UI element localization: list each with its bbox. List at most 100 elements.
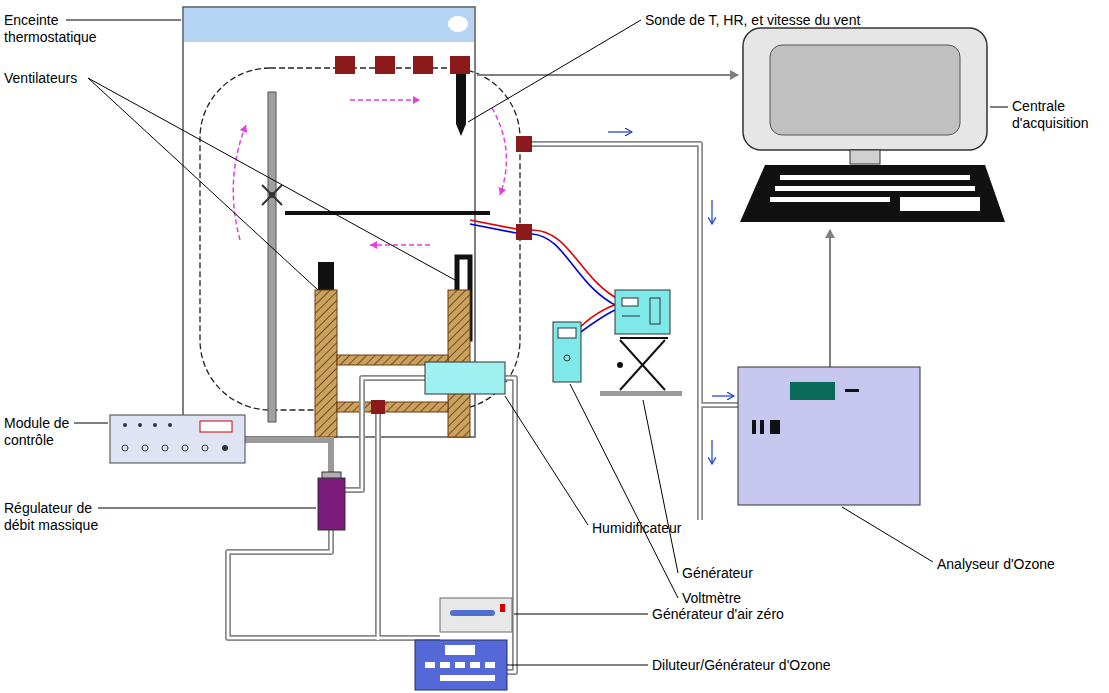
leader-lines-part bbox=[88, 78, 455, 280]
ozone-analyser-part bbox=[790, 382, 835, 400]
humidifier bbox=[425, 362, 505, 394]
test-chamber-part bbox=[285, 211, 490, 215]
control-module-part bbox=[245, 440, 331, 478]
airflow-arrows-part bbox=[370, 244, 430, 246]
data-links-part bbox=[829, 230, 831, 367]
mass-flow-regulator bbox=[318, 472, 345, 530]
signal-generator-part bbox=[620, 340, 665, 390]
airflow-arrows-part bbox=[350, 99, 420, 101]
gas-tubes-inner-part bbox=[532, 144, 700, 520]
signal-generator-part bbox=[620, 337, 668, 339]
gas-tubes-outer-part bbox=[375, 414, 381, 640]
ozone-diluter-part bbox=[440, 662, 450, 668]
part-label: Module de contrôle bbox=[4, 415, 84, 449]
gas-tubes-inner bbox=[228, 144, 738, 672]
gas-tubes-inner-part bbox=[345, 378, 425, 490]
zero-air-generator-part bbox=[500, 604, 505, 612]
leader-lines-part bbox=[505, 396, 588, 525]
signal-generator-part bbox=[650, 298, 660, 324]
acquisition-computer bbox=[740, 28, 1005, 222]
leader-lines-part bbox=[990, 107, 1008, 108]
ports-part bbox=[335, 56, 355, 74]
control-module-part bbox=[142, 445, 148, 451]
leader-lines bbox=[66, 20, 1008, 665]
stand-part bbox=[337, 402, 448, 412]
humidifier-part bbox=[425, 362, 505, 394]
zero-air-generator-part bbox=[450, 610, 495, 616]
control-module bbox=[110, 415, 331, 478]
ozone-diluter-part bbox=[485, 662, 495, 668]
signal-generator-part bbox=[620, 340, 665, 390]
ports-part bbox=[516, 224, 532, 240]
acquisition-computer-part bbox=[770, 45, 960, 135]
flow-arrows-part bbox=[712, 395, 734, 396]
flow-arrows bbox=[608, 132, 734, 464]
acquisition-computer-part bbox=[743, 28, 987, 150]
test-chamber-part bbox=[269, 192, 275, 198]
thermostatic-enclosure-part bbox=[184, 8, 474, 42]
electric-wires-part bbox=[532, 230, 620, 300]
control-module-part bbox=[168, 423, 172, 427]
ozone-analyser-part bbox=[752, 420, 756, 434]
ozone-diluter-part bbox=[445, 645, 475, 655]
part-label: Sonde de T, HR, et vitesse du vent bbox=[645, 12, 860, 29]
data-links-part bbox=[477, 74, 738, 76]
acquisition-computer-part bbox=[775, 186, 975, 191]
airflow-arrows-part bbox=[492, 108, 506, 195]
gas-tubes-inner-part bbox=[377, 414, 380, 640]
flow-arrows-part bbox=[711, 200, 712, 224]
leader-lines-part bbox=[570, 384, 678, 598]
zero-air-generator-part bbox=[440, 598, 512, 632]
acquisition-computer-part bbox=[780, 175, 970, 180]
control-module-part bbox=[222, 445, 228, 451]
signal-generator-part bbox=[600, 391, 682, 396]
electric-wires-part bbox=[532, 234, 617, 306]
gas-tubes-outer-part bbox=[228, 530, 440, 638]
ozone-analyser-part bbox=[738, 367, 920, 505]
ozone-diluter-part bbox=[415, 640, 507, 690]
part-label: Générateur d'air zéro bbox=[652, 606, 784, 623]
control-module-part bbox=[153, 423, 157, 427]
part-label: Voltmètre bbox=[682, 590, 741, 607]
electric-wires bbox=[470, 220, 620, 344]
gas-tubes-outer bbox=[228, 144, 738, 672]
voltmeter bbox=[553, 322, 581, 382]
ports bbox=[335, 56, 532, 414]
leader-lines-part bbox=[507, 665, 648, 666]
part-label: Analyseur d'Ozone bbox=[937, 556, 1055, 573]
ozone-diluter-part bbox=[470, 662, 480, 668]
stand-part bbox=[315, 290, 337, 437]
part-label: Régulateur de débit massique bbox=[4, 500, 112, 534]
leader-lines-part bbox=[842, 507, 933, 562]
part-label: Enceinte thermostatique bbox=[4, 12, 112, 46]
signal-generator-part bbox=[615, 290, 670, 334]
voltmeter-part bbox=[553, 322, 581, 382]
ozone-diluter-part bbox=[425, 662, 435, 668]
gas-tubes-inner-part bbox=[228, 530, 440, 638]
control-module-part bbox=[138, 423, 142, 427]
leader-lines-part bbox=[66, 20, 181, 21]
fans bbox=[318, 257, 470, 340]
part-label: Générateur bbox=[682, 565, 753, 582]
control-module-part bbox=[162, 445, 168, 451]
gas-tubes-outer-part bbox=[700, 402, 738, 408]
ozone-diluter bbox=[415, 640, 507, 690]
ozone-analyser-part bbox=[770, 420, 780, 434]
airflow-arrows-part bbox=[233, 125, 246, 240]
signal-generator-part bbox=[617, 362, 623, 368]
leader-lines-part bbox=[98, 508, 316, 509]
sensor-probe-part bbox=[456, 124, 466, 136]
gas-tubes-inner-part bbox=[700, 404, 738, 407]
gas-tubes-outer-part bbox=[345, 378, 425, 490]
ports-part bbox=[375, 56, 395, 74]
control-module-part bbox=[122, 445, 128, 451]
gas-tubes-outer-part bbox=[532, 144, 700, 520]
leader-lines-part bbox=[74, 423, 108, 424]
control-module-part bbox=[182, 445, 188, 451]
ports-part bbox=[413, 56, 433, 74]
ports-part bbox=[371, 400, 385, 414]
signal-generator-part bbox=[622, 316, 640, 317]
sensor-probe bbox=[456, 74, 466, 136]
